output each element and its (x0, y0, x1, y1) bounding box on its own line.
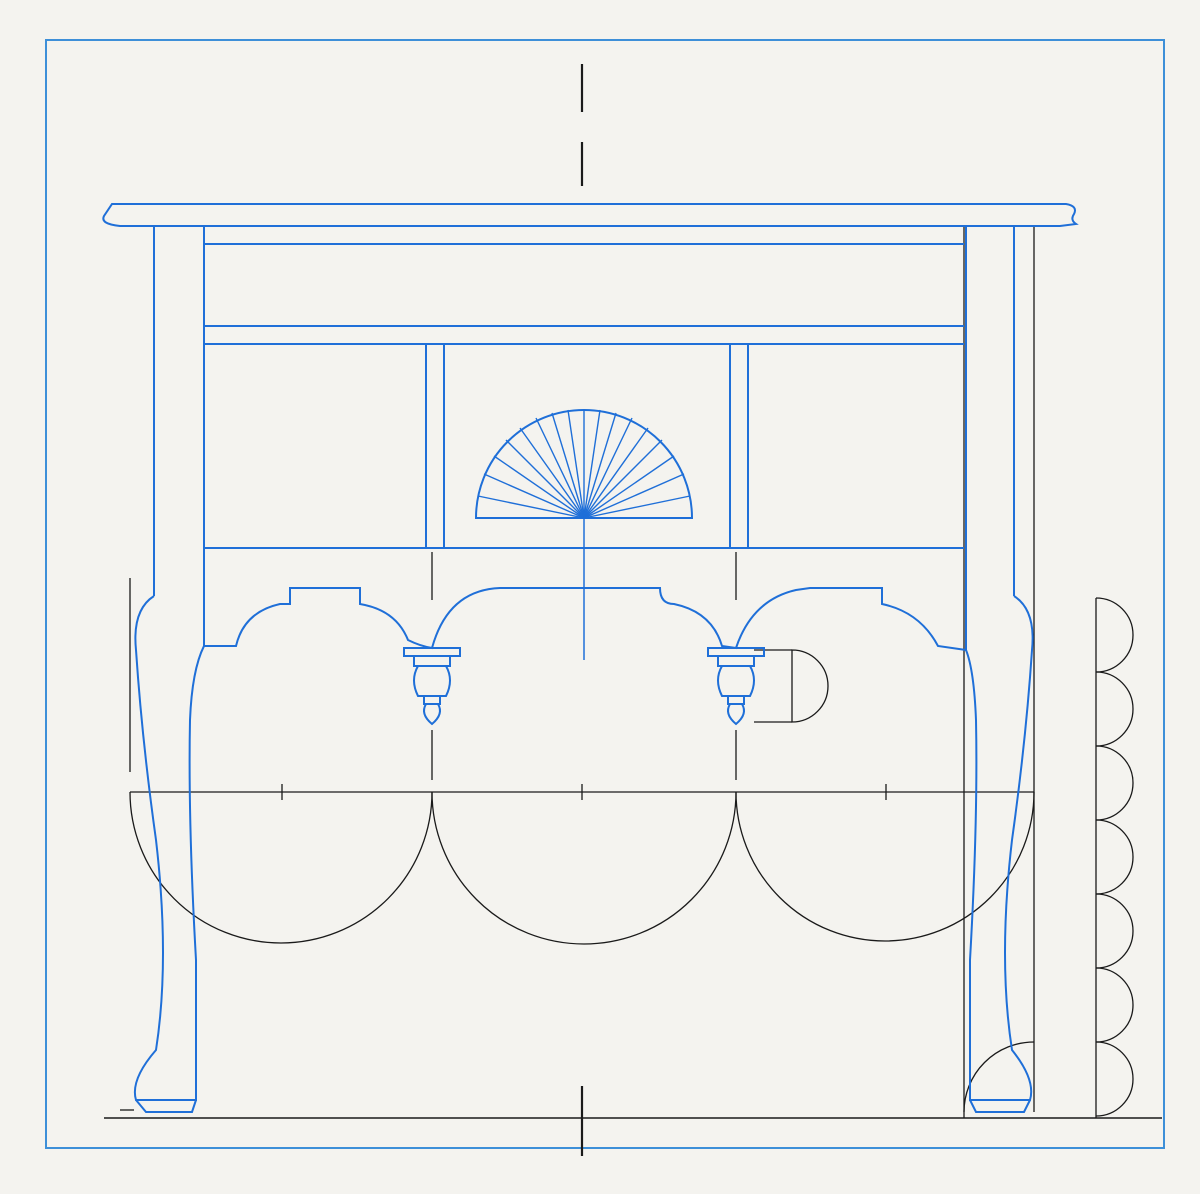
semicircle-right (735, 791, 1035, 942)
left-cabriole-leg (134, 595, 205, 1101)
finial-right (707, 647, 765, 726)
construction-lines (104, 64, 1162, 1156)
semicircle-left (129, 791, 433, 944)
lowboy-furniture (102, 203, 1079, 1113)
border-frame (45, 39, 1165, 1149)
finial-profile-arc (791, 649, 829, 723)
scallop-stack (1095, 597, 1134, 1117)
right-foot-quarter-arc (963, 1041, 1035, 1113)
scalloped-apron (204, 587, 967, 651)
table-top (102, 203, 1079, 227)
semicircle-middle (431, 791, 737, 945)
right-foot-pad (969, 1099, 1031, 1113)
fan-carving-rays (476, 409, 692, 519)
finial-left (403, 647, 461, 726)
fan-carving-outline (474, 409, 694, 519)
right-cabriole-leg (965, 595, 1034, 1101)
left-foot-pad (135, 1099, 197, 1113)
